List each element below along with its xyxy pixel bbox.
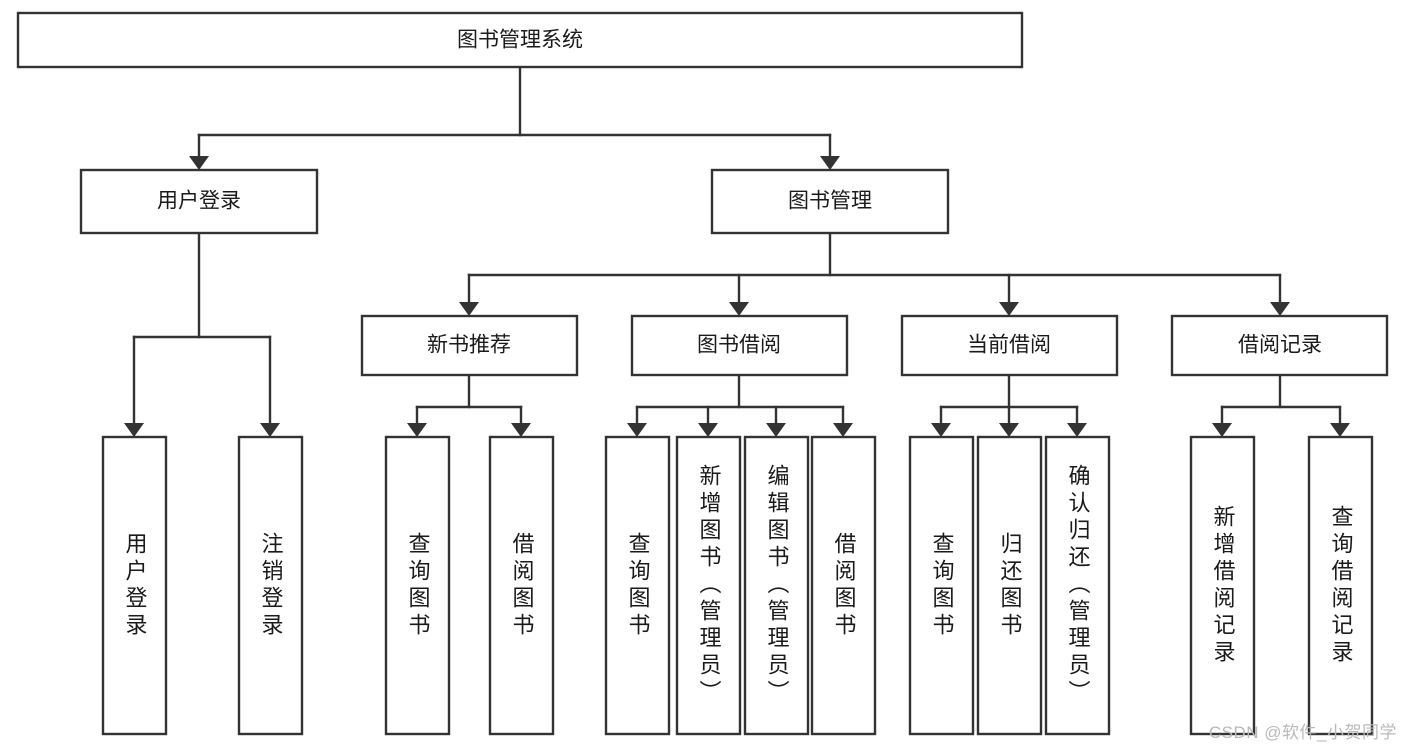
leaf-new-book-recommend-1[interactable] — [384, 435, 451, 736]
arrow-to-new-book-recommend — [459, 302, 479, 316]
connector-group-root — [189, 65, 840, 170]
arrow-bb-leaf-3 — [766, 423, 786, 437]
arrow-cb-leaf-3 — [1067, 423, 1087, 437]
arrow-user-login-leaf-1 — [124, 423, 144, 437]
leaf-book-borrow-3[interactable] — [743, 435, 810, 736]
leaf-current-borrow-3[interactable] — [1044, 435, 1111, 736]
connector-group-borrow-record — [1212, 373, 1350, 437]
arrow-to-borrow-record — [1270, 302, 1290, 316]
arrow-nbr-leaf-2 — [511, 423, 531, 437]
leaf-book-borrow-2[interactable] — [675, 435, 742, 736]
leaf-current-borrow-2[interactable] — [976, 435, 1043, 736]
connector-group-current-borrow — [931, 373, 1087, 437]
leaf-current-borrow-1[interactable] — [908, 435, 975, 736]
node-user-login[interactable] — [79, 168, 319, 235]
arrow-to-current-borrow — [999, 302, 1019, 316]
connector-group-user-login — [124, 231, 280, 437]
node-book-manage[interactable] — [710, 168, 950, 235]
arrow-nbr-leaf-1 — [407, 423, 427, 437]
node-new-book-recommend[interactable] — [360, 314, 579, 377]
connector-group-book-borrow — [627, 373, 853, 437]
node-current-borrow-label: 当前借阅 — [967, 334, 1051, 357]
arrow-br-leaf-2 — [1330, 423, 1350, 437]
arrow-cb-leaf-1 — [931, 423, 951, 437]
leaf-new-book-recommend-2[interactable] — [488, 435, 555, 736]
arrow-to-book-borrow — [729, 302, 749, 316]
node-new-book-recommend-label: 新书推荐 — [427, 334, 511, 357]
node-book-borrow-label: 图书借阅 — [697, 334, 781, 357]
node-current-borrow[interactable] — [900, 314, 1119, 377]
leaf-borrow-record-1[interactable] — [1189, 435, 1256, 736]
arrow-to-book-manage — [820, 156, 840, 170]
arrow-br-leaf-1 — [1212, 423, 1232, 437]
arrow-cb-leaf-2 — [999, 423, 1019, 437]
node-borrow-record[interactable] — [1170, 314, 1389, 377]
node-book-manage-label: 图书管理 — [788, 190, 872, 213]
arrow-user-login-leaf-2 — [260, 423, 280, 437]
node-root-label: 图书管理系统 — [457, 29, 583, 52]
leaf-book-borrow-4[interactable] — [810, 435, 877, 736]
arrow-bb-leaf-1 — [627, 423, 647, 437]
node-root[interactable] — [16, 11, 1024, 69]
arrow-to-user-login — [189, 156, 209, 170]
arrow-bb-leaf-2 — [698, 423, 718, 437]
connector-group-book-manage — [459, 231, 1290, 316]
csdn-watermark: CSDN @软件_小贺同学 — [1208, 723, 1397, 742]
leaf-book-borrow-1[interactable] — [604, 435, 671, 736]
leaf-user-login-2[interactable] — [237, 435, 304, 736]
node-user-login-label: 用户登录 — [157, 190, 241, 213]
arrow-bb-leaf-4 — [833, 423, 853, 437]
leaf-borrow-record-2[interactable] — [1307, 435, 1374, 736]
leaf-user-login-1[interactable] — [101, 435, 168, 736]
node-borrow-record-label: 借阅记录 — [1238, 334, 1322, 357]
connector-group-new-book-recommend — [407, 373, 531, 437]
node-book-borrow[interactable] — [630, 314, 849, 377]
